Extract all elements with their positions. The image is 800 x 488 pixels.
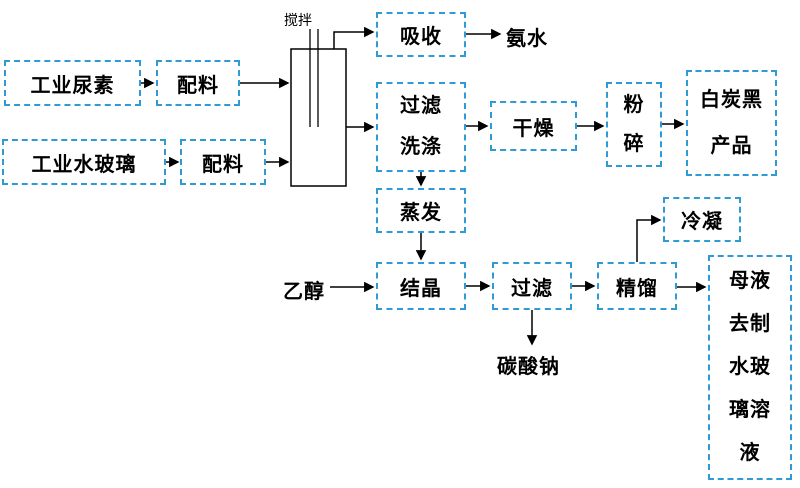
node-filter-wash: 过滤 洗涤 <box>376 82 466 172</box>
node-batching-2: 配料 <box>180 139 266 185</box>
node-condensation: 冷凝 <box>663 197 741 242</box>
label-ethanol: 乙醇 <box>283 281 325 303</box>
label-sodium-carbonate: 碳酸钠 <box>497 356 560 378</box>
node-industrial-waterglass: 工业水玻璃 <box>2 139 166 185</box>
label-stirring: 搅拌 <box>284 12 312 28</box>
arrow-reactor-to-absorption <box>333 26 375 49</box>
label-ammonia-water: 氨水 <box>506 28 548 50</box>
node-evaporation: 蒸发 <box>376 188 466 233</box>
node-drying: 干燥 <box>490 101 577 151</box>
node-crystallization: 结晶 <box>376 262 466 310</box>
node-batching-1: 配料 <box>156 60 240 106</box>
reactor-vessel <box>290 29 347 187</box>
node-rectification: 精馏 <box>597 262 677 310</box>
node-white-carbon-black-product: 白炭黑 产品 <box>686 70 777 176</box>
node-mother-liquor-to-waterglass: 母液 去制 水玻 璃溶 液 <box>708 255 792 480</box>
node-industrial-urea: 工业尿素 <box>4 60 141 106</box>
node-filtration: 过滤 <box>492 262 572 310</box>
arrow-rectification-to-condensation <box>636 214 662 262</box>
node-crushing: 粉 碎 <box>606 82 662 167</box>
node-absorption: 吸收 <box>376 12 466 57</box>
